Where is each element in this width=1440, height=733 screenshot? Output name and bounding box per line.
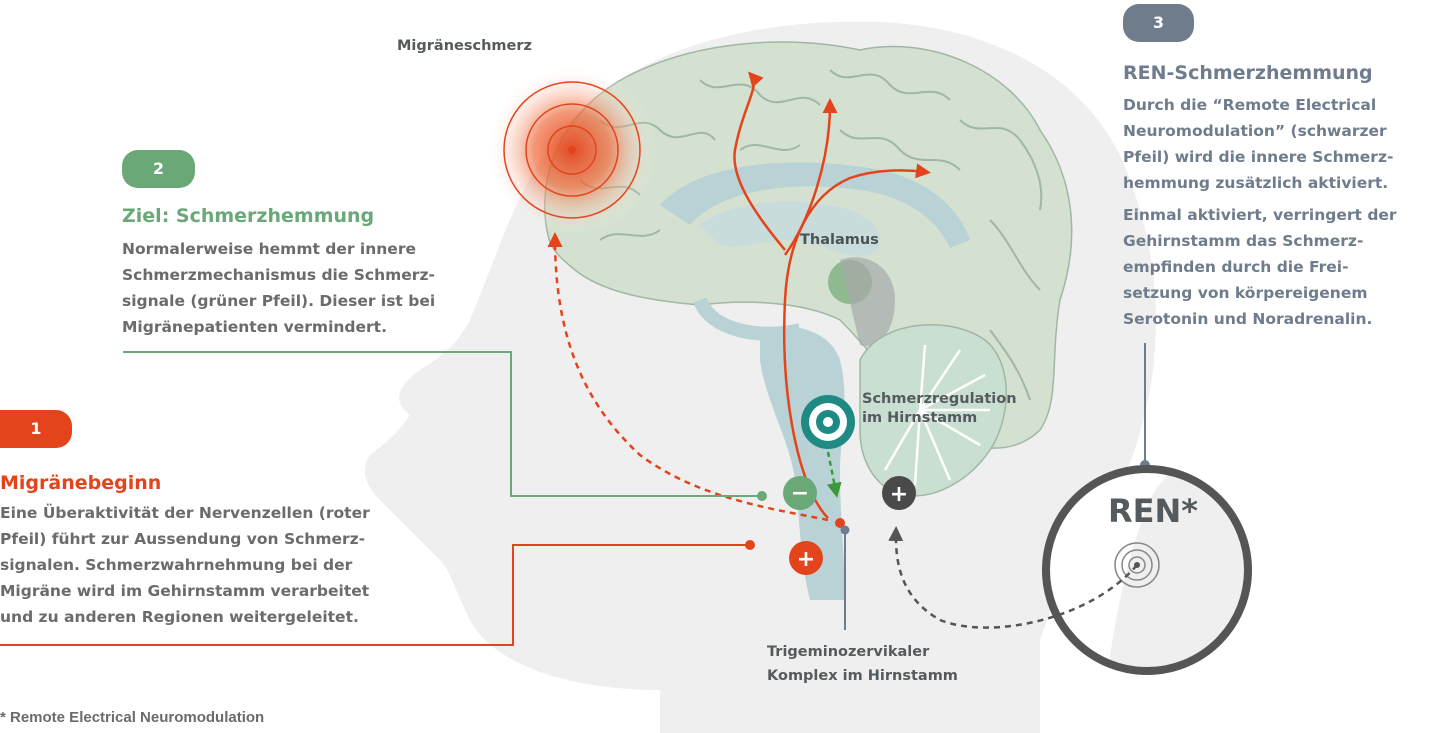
- brainstem: [760, 326, 845, 600]
- step-1-line: und zu anderen Regionen weitergeleitet.: [0, 608, 359, 626]
- step-3-text-1: Durch die “Remote Electrical Neuromodula…: [1123, 92, 1393, 196]
- connector-step-2: [123, 351, 762, 497]
- pain-regulation-label: Schmerzregulation im Hirnstamm: [862, 390, 1017, 428]
- step-2-title: Ziel: Schmerzhemmung: [122, 205, 375, 227]
- thalamus-label: Thalamus: [800, 232, 879, 248]
- plus-circle-dark: [882, 476, 916, 510]
- connector-step-1: [0, 544, 750, 646]
- step-3-line: Durch die “Remote Electrical: [1123, 96, 1377, 114]
- step-2-badge: 2: [122, 150, 195, 188]
- step-1-line: Pfeil) führt zur Aussendung von Schmerz-: [0, 530, 366, 548]
- minus-sign: −: [791, 481, 809, 506]
- corpus-callosum: [660, 162, 970, 248]
- plus-sign-dark: +: [890, 482, 908, 507]
- ventricle: [700, 201, 881, 256]
- cerebellum-folia: [883, 344, 990, 486]
- pain-center: [568, 146, 576, 154]
- step-2-line: Migränepatienten vermindert.: [122, 318, 387, 336]
- step-2-line: signale (grüner Pfeil). Dieser ist bei: [122, 292, 436, 310]
- trigemino-line: Trigeminozervikaler: [767, 644, 930, 660]
- pain-regulation-line: Schmerzregulation: [862, 391, 1017, 407]
- minus-circle: [783, 476, 817, 510]
- step-2-text: Normalerweise hemmt der innere Schmerzme…: [122, 236, 435, 340]
- inhibition-arrow: [826, 451, 842, 498]
- step-1-title: Migränebeginn: [0, 472, 162, 494]
- step-2-line: Normalerweise hemmt der innere: [122, 240, 416, 258]
- pain-arrows: [547, 71, 931, 522]
- step-1-line: Migräne wird im Gehirnstamm verarbeitet: [0, 582, 370, 600]
- ren-arrow: [888, 526, 1138, 629]
- step-3-line: Gehirnstamm das Schmerz-: [1123, 232, 1364, 250]
- step-1-line: signalen. Schmerzwahrnehmung bei der: [0, 556, 353, 574]
- footnote: * Remote Electrical Neuromodulation: [0, 709, 265, 726]
- trigemino-line: Komplex im Hirnstamm: [767, 668, 958, 684]
- plus-circle-red: [789, 541, 823, 575]
- step-1-text: Eine Überaktivität der Nervenzellen (rot…: [0, 500, 370, 630]
- step-3-line: hemmung zusätzlich aktiviert.: [1123, 174, 1389, 192]
- ren-inset-circle: [1042, 465, 1252, 675]
- step-3-line: setzung von körpereigenem: [1123, 284, 1368, 302]
- ren-arm: [1047, 470, 1247, 670]
- step-1-line: Eine Überaktivität der Nervenzellen (rot…: [0, 504, 370, 522]
- step-3-line: Einmal aktiviert, verringert der: [1123, 206, 1397, 224]
- step-1-badge: 1: [0, 410, 72, 448]
- step-3-line: Pfeil) wird die innere Schmerz-: [1123, 148, 1394, 166]
- ren-label: REN*: [1108, 492, 1198, 530]
- plus-sign-red: +: [797, 547, 815, 572]
- brain-gyri: [579, 69, 1043, 401]
- step-3-text-2: Einmal aktiviert, verringert der Gehirns…: [1123, 202, 1397, 332]
- migraine-pain-label: Migräneschmerz: [397, 38, 532, 54]
- step-3-line: Serotonin und Noradrenalin.: [1123, 310, 1373, 328]
- trigemino-label: Trigeminozervikaler Komplex im Hirnstamm: [767, 640, 958, 688]
- step-3-line: Neuromodulation” (schwarzer: [1123, 122, 1387, 140]
- step-2-line: Schmerzmechanismus die Schmerz-: [122, 266, 435, 284]
- step-3-title: REN-Schmerzhemmung: [1123, 62, 1373, 84]
- step-3-badge: 3: [1123, 4, 1194, 42]
- ren-device: [1114, 542, 1160, 588]
- pain-regulation-line: im Hirnstamm: [862, 410, 978, 426]
- step-3-line: empfinden durch die Frei-: [1123, 258, 1349, 276]
